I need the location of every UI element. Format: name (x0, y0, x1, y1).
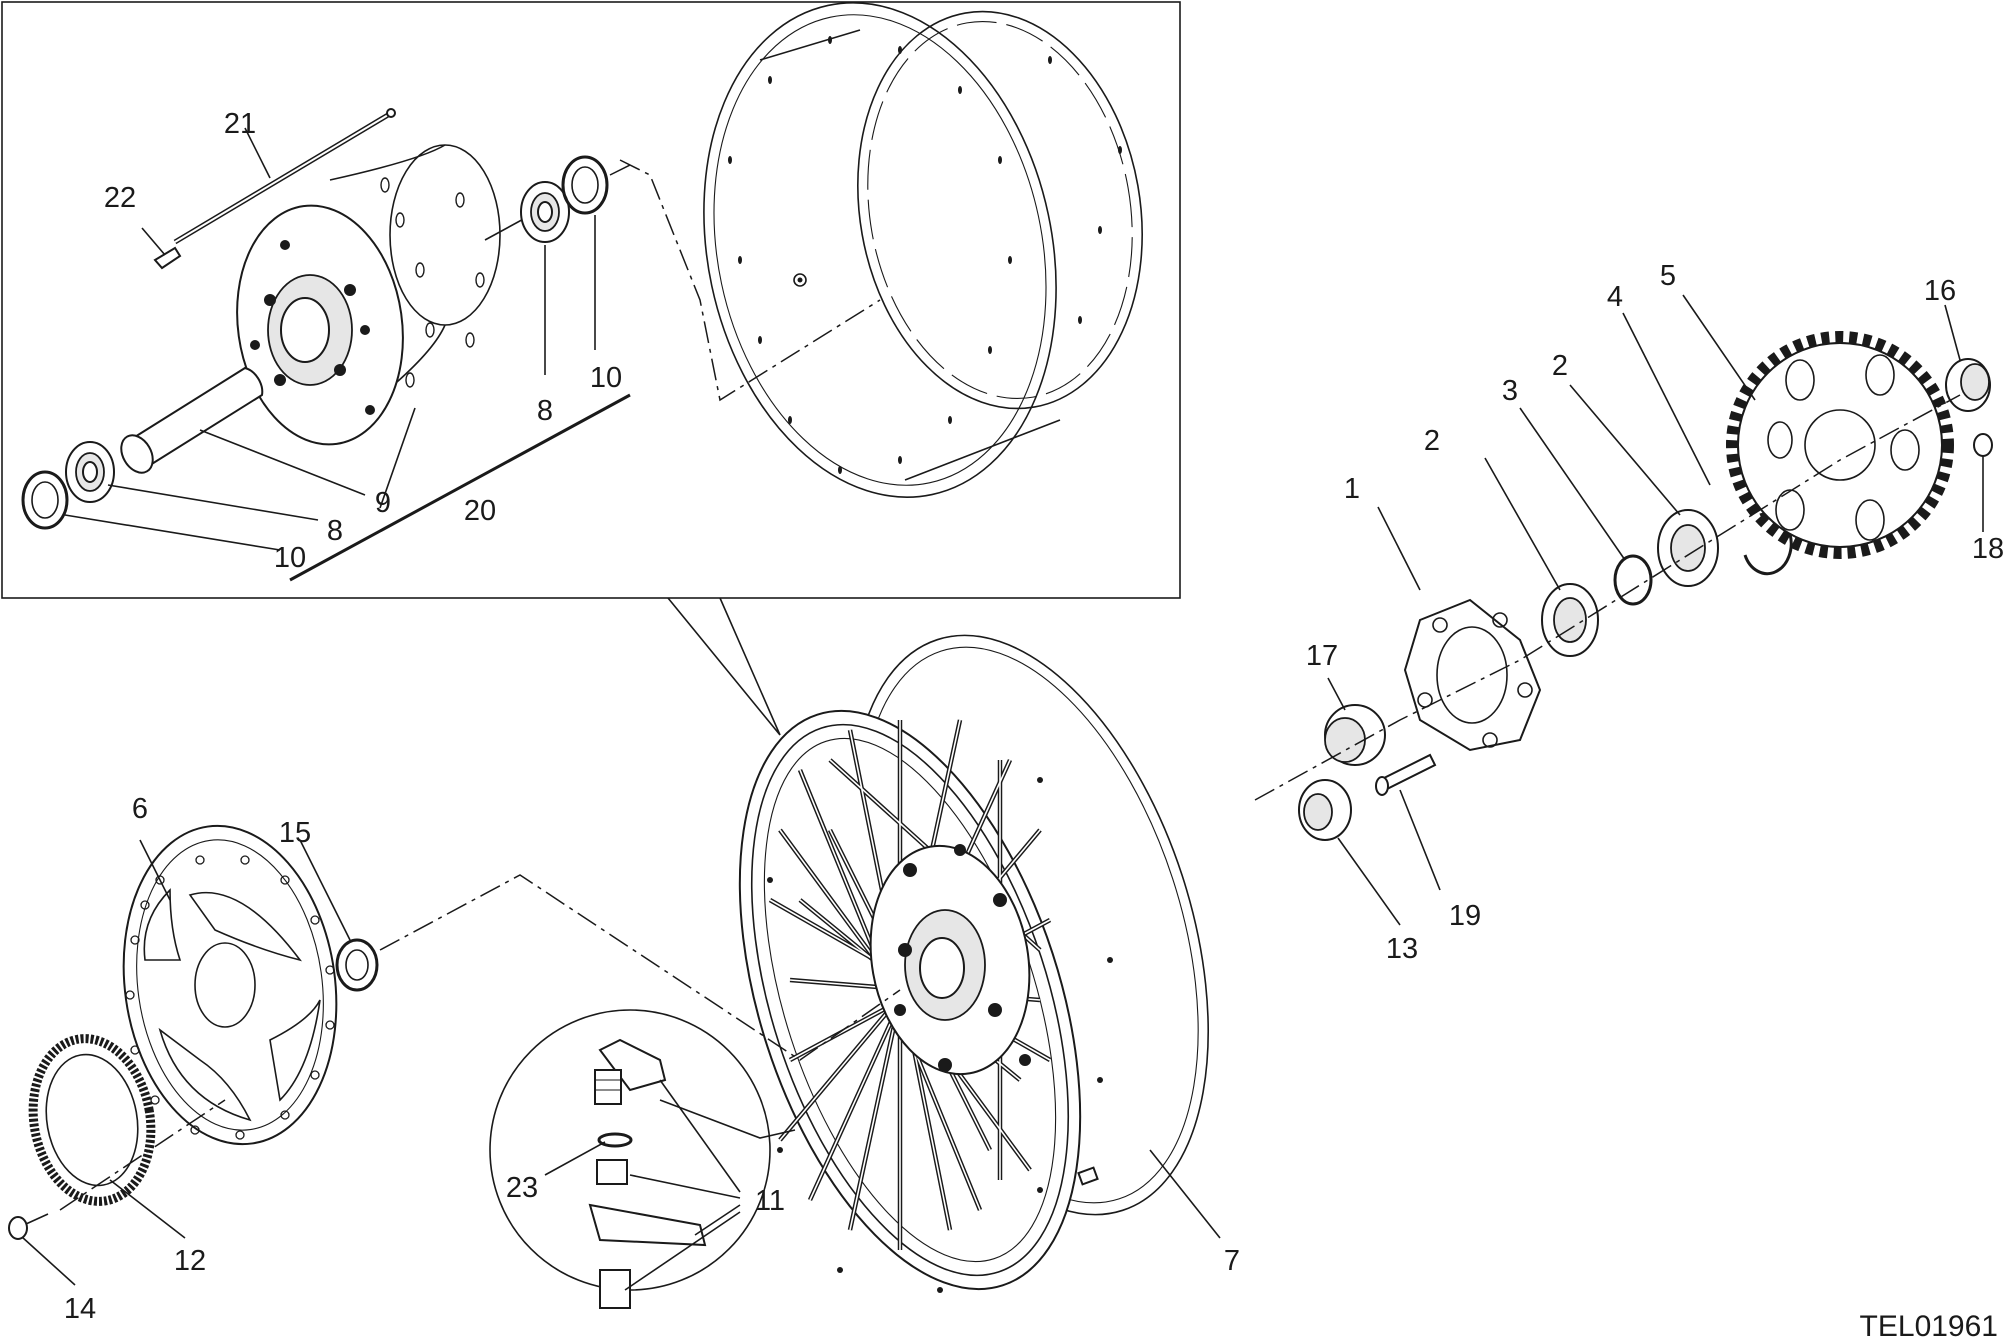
sprocket-5-part (1726, 331, 1954, 559)
callout-7: 7 (1224, 1245, 1240, 1277)
bearing-13-part (1298, 779, 1352, 841)
disc-axis-line (379, 874, 901, 1061)
spoke-nipple-part (153, 246, 182, 270)
leader-lines (21, 127, 1984, 1291)
callout-15: 15 (279, 817, 311, 849)
callout-labels: 1 2 2 3 4 5 6 7 8 8 9 10 10 11 12 13 14 … (64, 108, 2004, 1343)
seal-left-10 (21, 470, 69, 530)
inset-ground-line (289, 393, 631, 582)
spacer-tube-part (120, 366, 264, 474)
callout-14: 14 (64, 1293, 96, 1325)
stud-18-part (1973, 433, 1993, 457)
callout-8: 8 (537, 395, 553, 427)
callout-9: 9 (375, 487, 391, 519)
spacer-17-part (1324, 704, 1386, 766)
callout-5: 5 (1660, 260, 1676, 292)
callout-2: 2 (1424, 425, 1440, 457)
valve-detail-circle (489, 1009, 796, 1309)
sprocket-carrier-part (1403, 598, 1542, 752)
hub-part (236, 144, 541, 446)
inset-frame (1, 1, 1181, 599)
callout-10: 10 (590, 362, 622, 394)
spoke-part (173, 108, 396, 245)
callout-21: 21 (224, 108, 256, 140)
disc-screw-part (8, 1213, 49, 1240)
bearing-2b-part (1657, 509, 1719, 587)
rim-axis-line (619, 159, 881, 402)
callout-4: 4 (1607, 281, 1623, 313)
callout-3: 3 (1502, 375, 1518, 407)
right-axis-line (1254, 394, 1961, 801)
abs-tone-ring-part (28, 1034, 156, 1206)
callout-11: 11 (755, 1185, 785, 1217)
callout-17: 17 (1306, 640, 1338, 672)
callout-20: 20 (464, 495, 496, 527)
inset-detail-box (1, 1, 1181, 736)
seal-right-10 (561, 155, 609, 215)
callout-8: 8 (327, 515, 343, 547)
callout-13: 13 (1386, 933, 1418, 965)
callout-10: 10 (274, 542, 306, 574)
callout-19: 19 (1449, 900, 1481, 932)
pin-19-part (1375, 753, 1437, 796)
sprocket-nut-16-part (1945, 358, 1991, 412)
callout-2: 2 (1552, 350, 1568, 382)
brake-disc-part (122, 824, 338, 1146)
wheel-assembly (738, 634, 1209, 1293)
callout-6: 6 (132, 793, 148, 825)
bearing-right-8 (520, 181, 570, 243)
callout-1: 1 (1344, 473, 1360, 505)
callout-16: 16 (1924, 275, 1956, 307)
callout-23: 23 (506, 1172, 538, 1204)
bearing-2a-part (1541, 583, 1599, 657)
spacer-15-part (335, 938, 379, 992)
callout-22: 22 (104, 182, 136, 214)
drawing-code: TEL01961 (1860, 1310, 1998, 1343)
bearing-left-8 (65, 441, 115, 503)
callout-18: 18 (1972, 533, 2004, 565)
inset-pointer (667, 597, 781, 736)
rim-part (703, 2, 1143, 498)
callout-12: 12 (174, 1245, 206, 1277)
circlip-3-part (1613, 554, 1653, 606)
